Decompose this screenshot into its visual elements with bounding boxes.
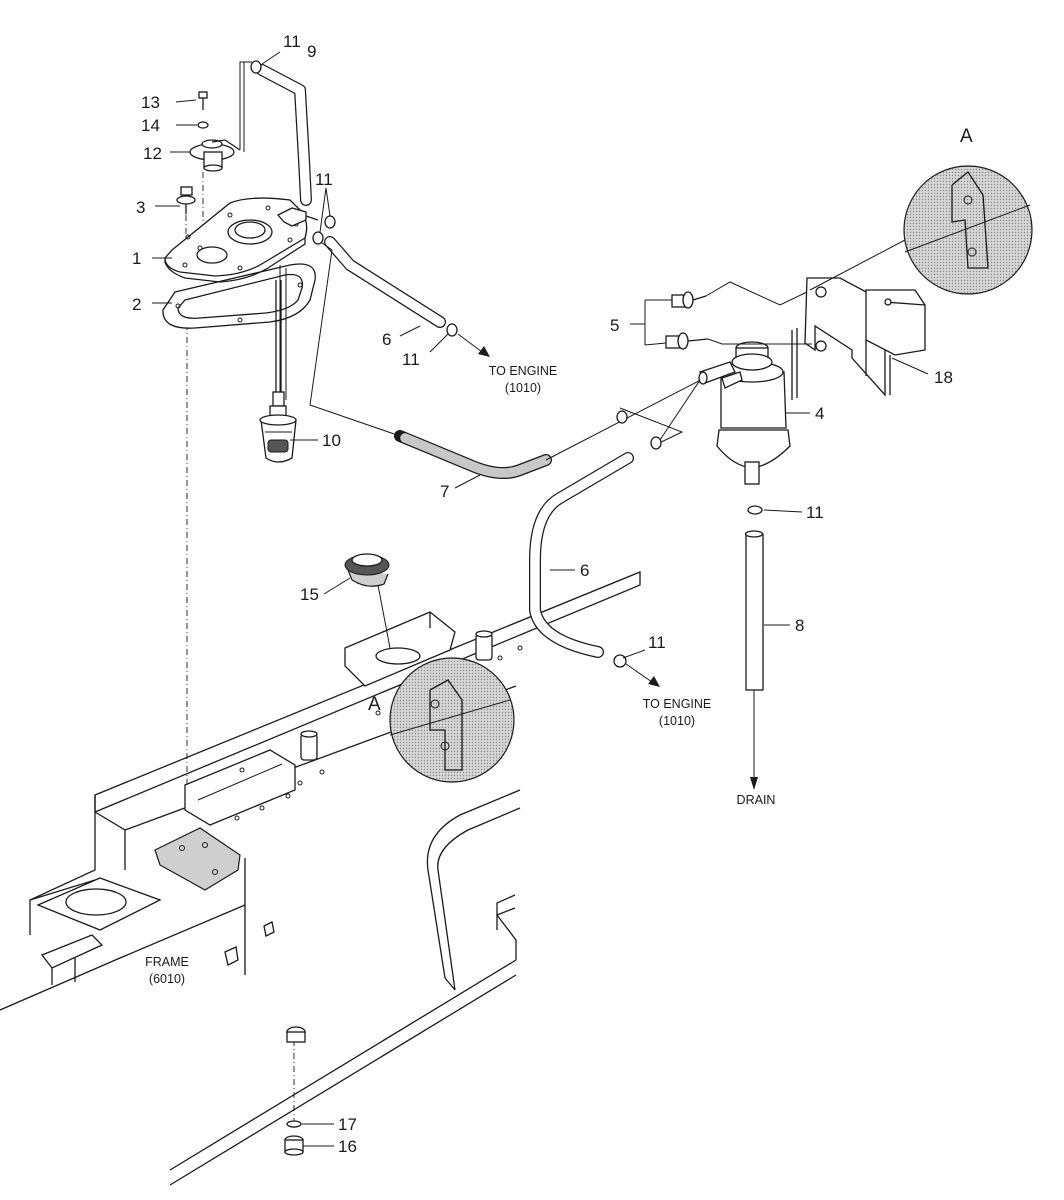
- callout-9: 9: [307, 42, 316, 61]
- hose-part-6-upper: [324, 236, 446, 328]
- callout-6-lower: 6: [580, 561, 589, 580]
- clamps-part-11: [250, 60, 763, 668]
- detail-a-label-inset: A: [368, 694, 381, 715]
- gasket-part-2: [162, 263, 316, 329]
- callout-12: 12: [143, 144, 162, 163]
- callout-11-filter: 11: [806, 503, 824, 522]
- callout-11-clamps: 11: [315, 170, 333, 189]
- callout-17: 17: [338, 1115, 357, 1134]
- callout-8: 8: [795, 616, 804, 635]
- bolts-part-5: [665, 281, 812, 350]
- callout-14: 14: [141, 116, 160, 135]
- callout-16: 16: [338, 1137, 357, 1156]
- hose-part-6-lower: [529, 452, 634, 658]
- callout-5: 5: [610, 316, 619, 335]
- to-engine-note-2-line2: (1010): [659, 714, 695, 728]
- bracket-part-18: [804, 277, 926, 397]
- detail-a-top: [809, 165, 1033, 295]
- callout-1: 1: [132, 249, 141, 268]
- callout-11-engine: 11: [402, 350, 420, 369]
- leader-lines: [152, 51, 929, 1147]
- frame-note-line1: FRAME: [145, 955, 189, 969]
- callout-11: 11: [283, 32, 301, 51]
- callout-4: 4: [815, 404, 824, 423]
- sender-unit-plate-part-1: [164, 197, 319, 283]
- detail-a-inset: [389, 657, 515, 783]
- frame-structure: [0, 571, 641, 1186]
- screw-part-13: [198, 91, 208, 110]
- frame-boss: [286, 1026, 306, 1043]
- drain-note: DRAIN: [737, 793, 776, 807]
- callout-10: 10: [322, 431, 341, 450]
- filler-cap-part-15: [344, 553, 390, 587]
- washer-part-14: [197, 121, 209, 129]
- callout-7: 7: [440, 482, 449, 501]
- drain-plug-part-16: [284, 1135, 304, 1156]
- callout-11-lower: 11: [648, 633, 666, 652]
- callout-18: 18: [934, 368, 953, 387]
- strainer-part-10: [259, 280, 297, 463]
- detail-a-label-top: A: [960, 126, 973, 147]
- drain-hose-part-8: [744, 530, 764, 790]
- notes: TO ENGINE (1010) TO ENGINE (1010) DRAIN …: [145, 364, 775, 986]
- to-engine-note-2-line1: TO ENGINE: [643, 697, 712, 711]
- to-engine-note-1-line1: TO ENGINE: [489, 364, 558, 378]
- callout-13: 13: [141, 93, 160, 112]
- fuel-filter-part-4: [698, 328, 798, 485]
- callout-15: 15: [300, 585, 319, 604]
- callout-labels: 11 9 13 14 12 3 1 2 11 6 11 10 7 6 11 15…: [132, 32, 973, 1156]
- frame-note-line2: (6010): [149, 972, 185, 986]
- washer-part-17: [286, 1120, 302, 1128]
- bolt-part-3: [176, 186, 196, 214]
- cover-part-12: [189, 139, 241, 172]
- callout-3: 3: [136, 198, 145, 217]
- callout-2: 2: [132, 295, 141, 314]
- to-engine-arrow-1: [457, 333, 490, 357]
- to-engine-note-1-line2: (1010): [505, 381, 541, 395]
- hose-part-7: [394, 430, 552, 480]
- return-hose-part-9: [256, 64, 312, 206]
- callout-6-upper: 6: [382, 330, 391, 349]
- to-engine-arrow-2: [625, 663, 660, 687]
